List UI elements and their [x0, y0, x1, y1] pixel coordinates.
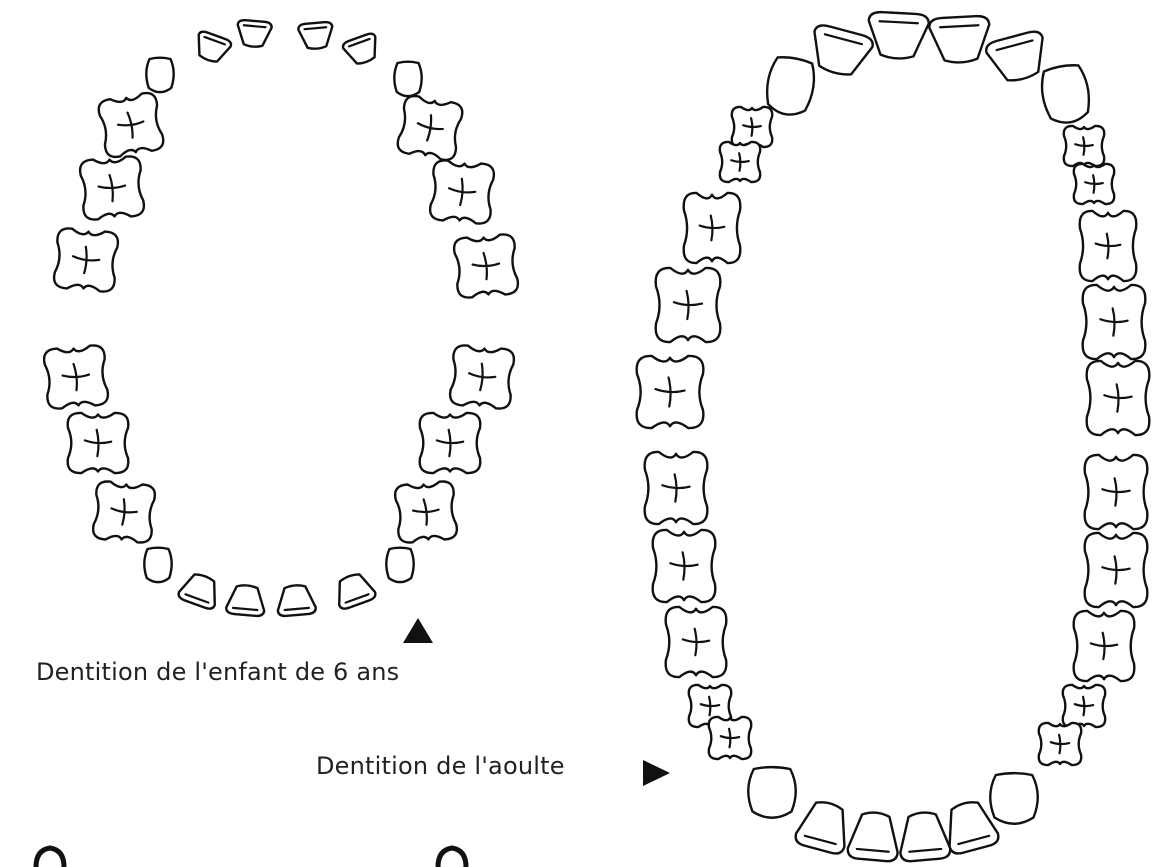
adult-tooth-3: [929, 15, 991, 64]
adult-tooth-21: [709, 717, 751, 759]
child-tooth-4: [342, 32, 383, 68]
child-tooth-11: [429, 159, 495, 224]
adult-tooth-14: [1080, 211, 1137, 281]
child-tooth-23-outline: [276, 584, 316, 617]
adult-tooth-24: [1074, 611, 1135, 681]
adult-dental-arch: [637, 11, 1150, 862]
child-tooth-23: [276, 584, 316, 617]
child-dental-arch: [43, 20, 519, 617]
child-tooth-4-outline: [342, 32, 383, 68]
adult-tooth-25: [1063, 685, 1105, 727]
adult-tooth-22: [1085, 455, 1148, 529]
child-tooth-20-outline: [386, 548, 413, 582]
triangle-right-icon: [643, 760, 670, 786]
adult-tooth-29-outline: [794, 797, 855, 856]
child-tooth-6: [394, 62, 421, 96]
adult-tooth-29: [794, 797, 855, 856]
adult-tooth-8: [720, 142, 760, 182]
child-tooth-18: [394, 481, 457, 544]
child-tooth-9: [53, 227, 119, 292]
child-dentition-caption: Dentition de l'enfant de 6 ans: [36, 658, 399, 686]
child-tooth-19-outline: [144, 548, 171, 582]
adult-tooth-17: [645, 452, 708, 524]
child-tooth-1: [192, 30, 233, 66]
child-tooth-8: [79, 155, 145, 220]
child-tooth-3-outline: [298, 22, 334, 51]
child-tooth-7: [97, 91, 165, 158]
child-tooth-21: [177, 570, 223, 611]
adult-tooth-1: [805, 23, 874, 80]
child-tooth-21-outline: [177, 570, 223, 611]
cropped-glyph-right: [438, 848, 466, 867]
adult-tooth-27: [748, 767, 795, 818]
adult-tooth-6-outline: [1038, 62, 1093, 126]
child-tooth-16: [449, 344, 515, 409]
adult-dentition-caption: Dentition de l'aoulte: [316, 752, 565, 780]
adult-tooth-3-outline: [929, 15, 991, 64]
child-tooth-20: [386, 548, 413, 582]
child-tooth-19: [144, 548, 171, 582]
adult-tooth-30: [847, 811, 901, 863]
adult-tooth-26: [1039, 723, 1081, 765]
child-tooth-22-outline: [226, 584, 266, 617]
adult-tooth-23: [1085, 533, 1148, 607]
adult-tooth-16: [1087, 361, 1150, 435]
adult-tooth-28: [990, 773, 1037, 824]
child-tooth-24-outline: [331, 570, 377, 611]
adult-tooth-12: [1064, 126, 1104, 166]
adult-tooth-2-outline: [867, 11, 929, 60]
adult-tooth-19: [666, 607, 727, 677]
adult-tooth-31-outline: [897, 811, 951, 863]
child-tooth-22: [226, 584, 266, 617]
adult-tooth-10: [656, 268, 721, 342]
adult-tooth-18: [653, 530, 716, 602]
triangle-up-icon: [403, 618, 433, 643]
adult-tooth-11: [637, 356, 704, 428]
child-tooth-17: [420, 413, 481, 473]
child-tooth-3: [298, 22, 334, 51]
child-tooth-2: [236, 20, 272, 49]
adult-tooth-30-outline: [847, 811, 901, 863]
adult-tooth-9: [684, 193, 741, 263]
child-tooth-14: [68, 413, 129, 473]
cropped-glyph-left: [36, 848, 64, 867]
child-tooth-24: [331, 570, 377, 611]
child-tooth-13: [43, 344, 109, 409]
child-tooth-1-outline: [192, 30, 233, 66]
adult-tooth-31: [897, 811, 951, 863]
adult-tooth-15: [1083, 285, 1146, 359]
child-tooth-6-outline: [394, 62, 421, 96]
child-tooth-5-outline: [146, 58, 173, 92]
child-tooth-5: [146, 58, 173, 92]
adult-tooth-13: [1074, 164, 1114, 204]
adult-tooth-27-outline: [748, 767, 795, 818]
adult-tooth-1-outline: [805, 23, 874, 80]
child-tooth-10: [396, 94, 464, 161]
child-tooth-2-outline: [236, 20, 272, 49]
adult-tooth-6: [1038, 62, 1093, 126]
child-tooth-15: [92, 481, 155, 544]
child-tooth-12: [453, 233, 519, 298]
adult-tooth-2: [867, 11, 929, 60]
adult-tooth-28-outline: [990, 773, 1037, 824]
